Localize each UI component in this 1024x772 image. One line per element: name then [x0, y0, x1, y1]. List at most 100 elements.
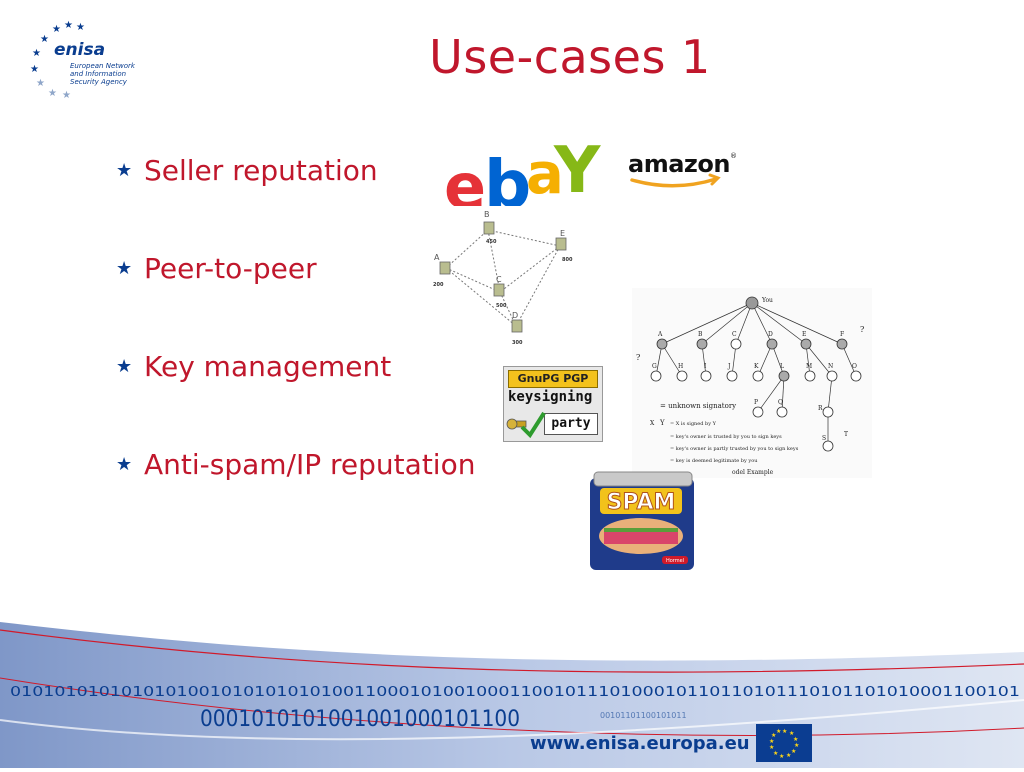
star-bullet-icon: ★ — [116, 356, 133, 377]
tree-node-q: Q — [778, 399, 783, 406]
bullet-text: Anti-spam/IP reputation — [144, 448, 476, 481]
svg-text:★: ★ — [779, 753, 784, 760]
tree-node-h: H — [678, 363, 683, 370]
tree-node-e: E — [802, 331, 806, 338]
amazon-logo: amazon ® — [624, 148, 744, 192]
legend-y: Y — [659, 419, 665, 427]
tree-caption: odel Example — [732, 469, 774, 476]
p2p-node-d-value: 300 — [512, 340, 523, 346]
svg-text:★: ★ — [794, 742, 799, 749]
logo-tagline-3: Security Agency — [70, 78, 127, 86]
p2p-node-e-value: 800 — [562, 257, 573, 263]
p2p-graph: A 200 B 450 C 500 D 300 E 800 — [433, 210, 573, 346]
p2p-node-d-label: D — [512, 311, 518, 320]
tree-node-a: A — [657, 331, 663, 338]
p2p-node-c-label: C — [496, 275, 502, 284]
bullet-anti-spam: ★ Anti-spam/IP reputation — [116, 448, 475, 481]
logo-tagline-2: and Information — [70, 70, 127, 78]
p2p-node-b-value: 450 — [486, 239, 497, 245]
svg-text:★: ★ — [791, 748, 796, 755]
ebay-letter-e: e — [444, 150, 486, 212]
bullet-text: Peer-to-peer — [144, 252, 317, 285]
svg-text:★: ★ — [789, 730, 794, 737]
ebay-letter-a: a — [526, 144, 564, 207]
svg-text:★: ★ — [30, 64, 39, 75]
tree-node-f: F — [840, 331, 844, 338]
svg-text:★: ★ — [40, 34, 49, 45]
footer-swoosh: 0101010101010101001010101010100110001010… — [0, 622, 1024, 768]
bullet-key-management: ★ Key management — [116, 350, 391, 383]
tree-node-m: M — [806, 363, 812, 370]
legend-unknown: = unknown signatory — [660, 402, 736, 410]
p2p-node-b-label: B — [484, 210, 490, 219]
unknown-signatory-mark: ? — [860, 325, 864, 334]
eu-stars-icon: ★★★ ★★★ ★★★ ★★★ — [769, 728, 799, 760]
legend-partly-trusted: = key's owner is partly trusted by you t… — [670, 446, 799, 452]
footer-url[interactable]: www.enisa.europa.eu — [530, 733, 750, 754]
p2p-node-a-value: 200 — [433, 282, 444, 288]
legend-legitimate: = key is deemed legitimate by you — [670, 458, 758, 464]
keysigning-label: keysigning — [508, 389, 593, 405]
svg-text:★: ★ — [64, 20, 73, 31]
star-bullet-icon: ★ — [116, 454, 133, 475]
tree-node-p: P — [754, 399, 758, 406]
svg-text:★: ★ — [776, 728, 781, 735]
bullet-text: Seller reputation — [144, 154, 378, 187]
key-check-icon — [506, 411, 546, 439]
party-label: party — [544, 413, 598, 435]
p2p-node-e-label: E — [560, 229, 565, 238]
tree-node-s: S — [822, 435, 826, 442]
p2p-network-diagram: A 200 B 450 C 500 D 300 E 800 — [430, 206, 590, 348]
slide-title: Use-cases 1 — [429, 30, 711, 84]
footer-banner: 0101010101010101001010101010100110001010… — [0, 600, 1024, 768]
bullet-peer-to-peer: ★ Peer-to-peer — [116, 252, 317, 285]
svg-text:★: ★ — [62, 90, 71, 100]
ebay-letter-b: b — [484, 146, 532, 212]
web-of-trust-diagram: You A B C D E F G H I J K L M N O P Q R … — [632, 288, 872, 478]
binary-stream-3: 00101101100101011 — [600, 711, 687, 720]
tree-node-k: K — [754, 363, 759, 370]
spam-brand: Hormel — [666, 558, 684, 564]
ebay-logo: e b a Y — [444, 144, 604, 212]
legend-trusted: = key's owner is trusted by you to sign … — [670, 434, 782, 440]
tree-node-d: D — [768, 331, 773, 338]
tree-node-o: O — [852, 363, 857, 370]
spam-can-image: SPAM Hormel — [586, 470, 704, 574]
bullet-text: Key management — [144, 350, 392, 383]
logo-tagline-1: European Network — [70, 62, 135, 70]
svg-text:★: ★ — [36, 78, 45, 89]
star-bullet-icon: ★ — [116, 160, 133, 181]
keysigning-party-badge: GnuPG PGP keysigning party — [503, 366, 603, 442]
amazon-registered-mark: ® — [730, 152, 737, 160]
svg-text:★: ★ — [782, 728, 787, 735]
svg-text:★: ★ — [771, 732, 776, 739]
binary-stream-2: 0001010101001001000101100 — [200, 707, 520, 732]
tree-node-n: N — [828, 363, 833, 370]
svg-text:★: ★ — [773, 750, 778, 757]
unknown-signatory-mark: ? — [636, 353, 640, 362]
svg-text:★: ★ — [793, 736, 798, 743]
amazon-wordmark: amazon — [628, 150, 730, 178]
spam-label: SPAM — [607, 490, 676, 515]
binary-stream-1: 0101010101010101001010101010100110001010… — [10, 685, 1020, 700]
tree-root-label: You — [761, 297, 773, 304]
amazon-smile-icon — [630, 173, 721, 188]
svg-text:★: ★ — [786, 752, 791, 759]
trust-tree: You A B C D E F G H I J K L M N O P Q R … — [636, 296, 864, 476]
ebay-letter-y: Y — [554, 144, 601, 208]
tree-node-l: L — [780, 363, 784, 370]
tree-node-c: C — [732, 331, 737, 338]
svg-text:★: ★ — [769, 738, 774, 745]
eu-flag-icon: ★★★ ★★★ ★★★ ★★★ — [756, 724, 812, 762]
p2p-node-a-label: A — [434, 253, 440, 262]
bullet-seller-reputation: ★ Seller reputation — [116, 154, 378, 187]
tree-node-b: B — [698, 331, 703, 338]
svg-text:★: ★ — [52, 24, 61, 35]
tree-node-i: I — [704, 363, 707, 370]
gnupg-pgp-label: GnuPG PGP — [508, 370, 598, 388]
enisa-logo: ★ ★ ★ ★ ★ ★ ★ ★ ★ enisa European Network… — [24, 18, 154, 100]
legend-signed: = X is signed by Y — [670, 421, 717, 427]
tree-node-g: G — [652, 363, 657, 370]
star-bullet-icon: ★ — [116, 258, 133, 279]
p2p-node-c-value: 500 — [496, 303, 507, 309]
